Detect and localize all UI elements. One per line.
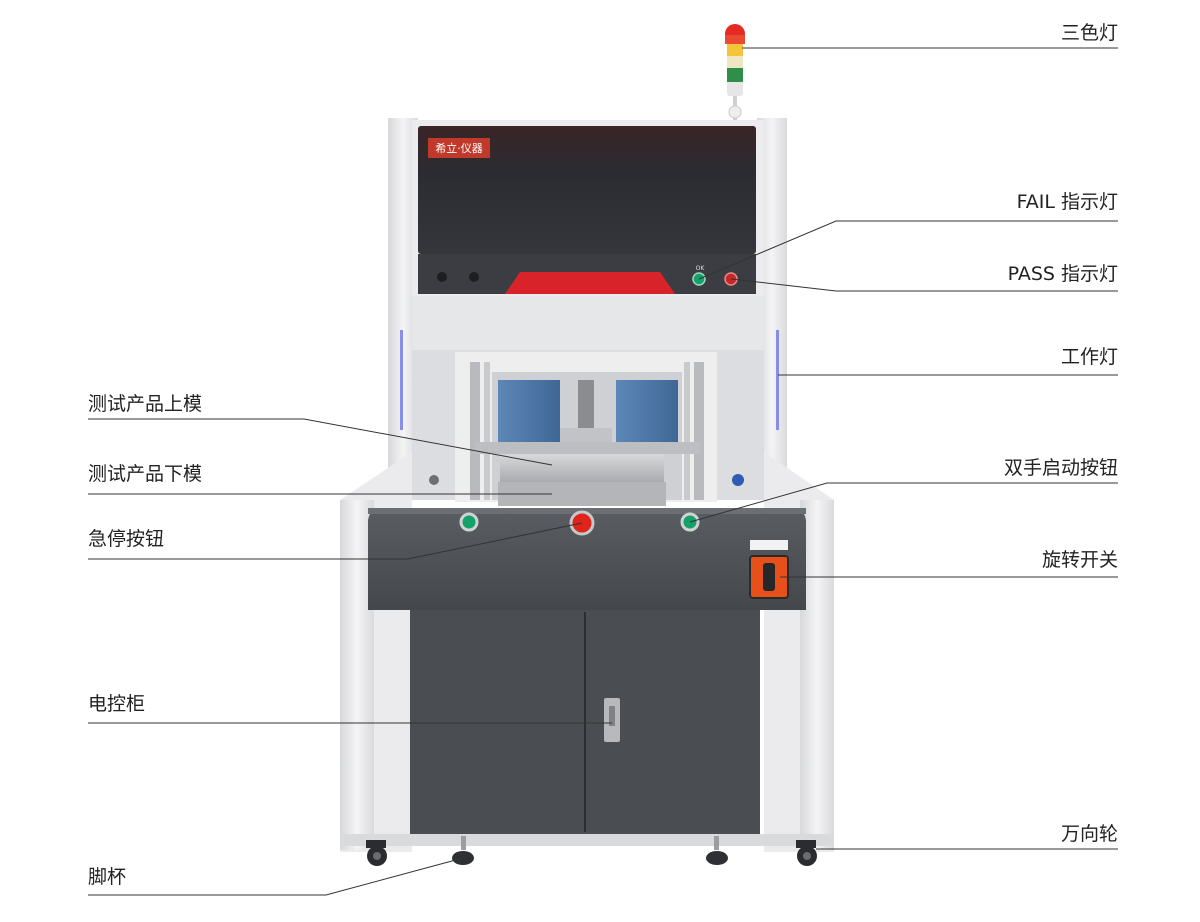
caster-right (796, 840, 817, 866)
callout-lines (88, 47, 1118, 896)
work-light-strip-right (776, 330, 779, 430)
cabinet-lock-slot (609, 706, 615, 726)
glass-panel-left (498, 380, 560, 452)
leader-feet (88, 857, 464, 896)
press-cylinder (578, 380, 594, 430)
label-casters: 万向轮 (1060, 823, 1118, 845)
rotary-switch-handle[interactable] (763, 563, 775, 591)
label-tower-light: 三色灯 (1060, 22, 1118, 44)
ok-text: OK (696, 265, 706, 272)
brand-plate (428, 138, 490, 158)
dial-left-2 (469, 272, 479, 282)
red-glow-bar (505, 272, 675, 294)
label-fail-light: FAIL 指示灯 (1016, 191, 1118, 213)
switch-label-plate (750, 540, 788, 550)
brand-text: 希立·仪器 (435, 141, 483, 155)
desk-edge (368, 508, 806, 514)
guide-rod-4 (694, 362, 704, 500)
chamber-knob-right (732, 474, 744, 486)
label-lower-mold: 测试产品下模 (88, 463, 203, 485)
dial-left-1 (437, 272, 447, 282)
leader-two-hand-start (689, 482, 1118, 523)
label-feet: 脚杯 (88, 866, 127, 888)
label-emergency-stop: 急停按钮 (88, 528, 165, 550)
label-rotary-switch: 旋转开关 (1041, 549, 1118, 571)
upper-mold (500, 454, 664, 482)
label-work-light: 工作灯 (1060, 346, 1118, 368)
guide-rod-1 (470, 362, 480, 500)
foot-right (706, 836, 728, 865)
chamber-screw-left (429, 475, 439, 485)
label-upper-mold: 测试产品上模 (88, 393, 203, 415)
mid-head-panel (412, 296, 764, 350)
glass-panel-right (616, 380, 678, 452)
caster-left (366, 840, 387, 866)
leader-upper-mold (88, 418, 553, 466)
guide-rod-3 (684, 362, 690, 500)
work-light-strip-left (400, 330, 403, 430)
label-two-hand-start: 双手启动按钮 (1003, 457, 1118, 479)
press-head (560, 428, 612, 442)
start-button-left[interactable] (459, 512, 479, 532)
top-window (418, 126, 756, 254)
leader-pass-light (730, 278, 1118, 292)
label-pass-light: PASS 指示灯 (1007, 263, 1118, 285)
leader-emergency-stop (88, 522, 583, 560)
guide-rod-2 (484, 362, 490, 500)
upper-plate (474, 442, 700, 454)
operating-desk (368, 508, 806, 610)
base-rail (340, 834, 834, 846)
leader-fail-light (698, 220, 1118, 280)
label-control-cabinet: 电控柜 (88, 693, 146, 715)
tower-light (725, 24, 745, 120)
